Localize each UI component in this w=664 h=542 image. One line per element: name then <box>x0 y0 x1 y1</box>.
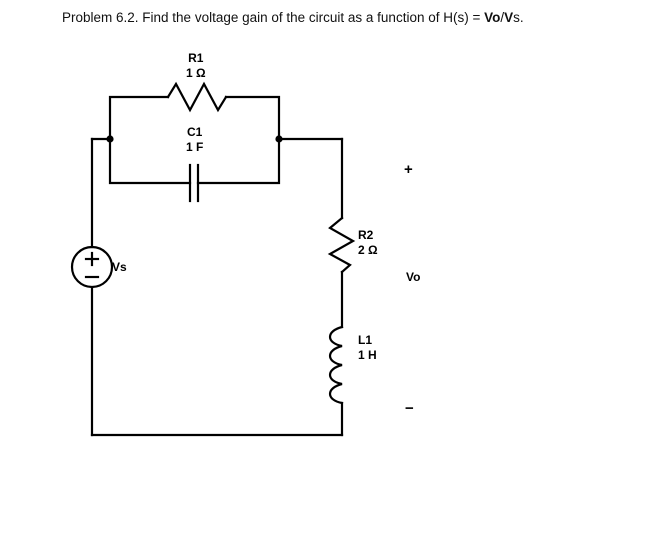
voltage-source-circle <box>70 245 114 289</box>
wire-r1-right-lead <box>224 95 281 141</box>
r2-designator: R2 <box>358 228 374 242</box>
l1-designator: L1 <box>358 333 373 347</box>
page-title: Problem 6.2. Find the voltage gain of th… <box>62 9 524 27</box>
problem-title-v: V <box>504 10 514 25</box>
component-label-l1: L1 1 H <box>358 333 377 363</box>
resistor-r1-zigzag <box>166 81 228 113</box>
output-polarity-minus: − <box>405 400 414 417</box>
output-voltage-label: Vo <box>406 270 421 284</box>
problem-title-slash: / <box>500 10 505 25</box>
c1-value: 1 F <box>186 140 204 154</box>
wire-c1-left-lead <box>108 137 192 185</box>
problem-title-suffix: s. <box>513 10 524 25</box>
r1-designator: R1 <box>188 51 204 65</box>
l1-value: 1 H <box>358 348 377 362</box>
problem-title-prefix: Problem 6.2. Find the voltage gain of th… <box>62 10 485 25</box>
resistor-r2-zigzag <box>327 216 356 274</box>
r1-value: 1 Ω <box>186 66 206 80</box>
output-polarity-plus: + <box>404 161 413 178</box>
problem-title-vo: Vo <box>484 10 501 25</box>
c1-designator: C1 <box>187 125 203 139</box>
voltage-source-label: Vs <box>112 260 127 274</box>
junction-dot-right <box>275 135 283 143</box>
component-label-r1: R1 1 Ω <box>186 51 206 81</box>
inductor-l1-coils <box>328 325 344 405</box>
wire-r1-left-lead <box>108 95 170 141</box>
junction-dot-left <box>106 135 114 143</box>
wire-c1-right-lead <box>196 137 281 185</box>
r2-value: 2 Ω <box>358 243 378 257</box>
component-label-c1: C1 1 F <box>186 125 203 155</box>
component-label-r2: R2 2 Ω <box>358 228 378 258</box>
